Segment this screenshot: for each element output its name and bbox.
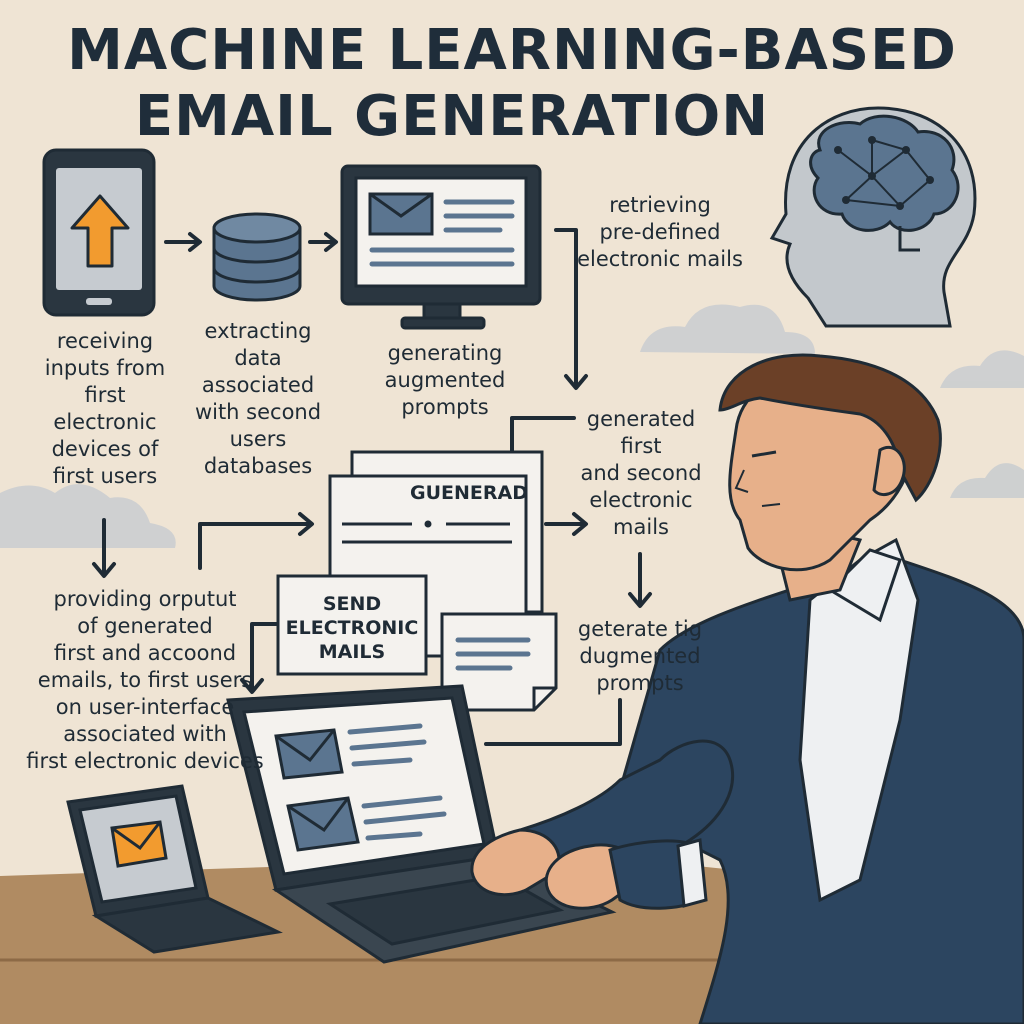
- step-geterate-label: geterate tig dugmented prompts: [577, 617, 703, 695]
- send-electronic-mails-label: SEND ELECTRONIC MAILS: [285, 593, 419, 663]
- database-icon: [212, 212, 302, 302]
- email-icon: [110, 820, 168, 868]
- step-providing-label: providing orputut of generated first and…: [26, 587, 264, 773]
- step-retrieving-label: retrieving pre-defined electronic mails: [577, 193, 743, 271]
- step-generating-prompts-label: generating augmented prompts: [384, 341, 506, 419]
- step-generated-emails-label: generated first and second electronic ma…: [580, 407, 702, 539]
- brain-head-icon: [769, 106, 977, 328]
- monitor-email-icon: [340, 164, 542, 330]
- person-illustration: [470, 353, 1024, 1024]
- step-receiving-label: receiving inputs from first electronic d…: [44, 329, 166, 488]
- send-document: [276, 574, 428, 676]
- page-title-line2: EMAIL GENERATION: [134, 84, 770, 149]
- email-document: [440, 612, 558, 712]
- phone-upload-icon: [42, 148, 156, 317]
- guenerad-document-label: GUENERAD: [410, 482, 528, 504]
- laptop-icon: [66, 784, 283, 954]
- page-title-line1: MACHINE LEARNING-BASED: [67, 18, 957, 83]
- step-extracting-label: extracting data associated with second u…: [194, 319, 322, 478]
